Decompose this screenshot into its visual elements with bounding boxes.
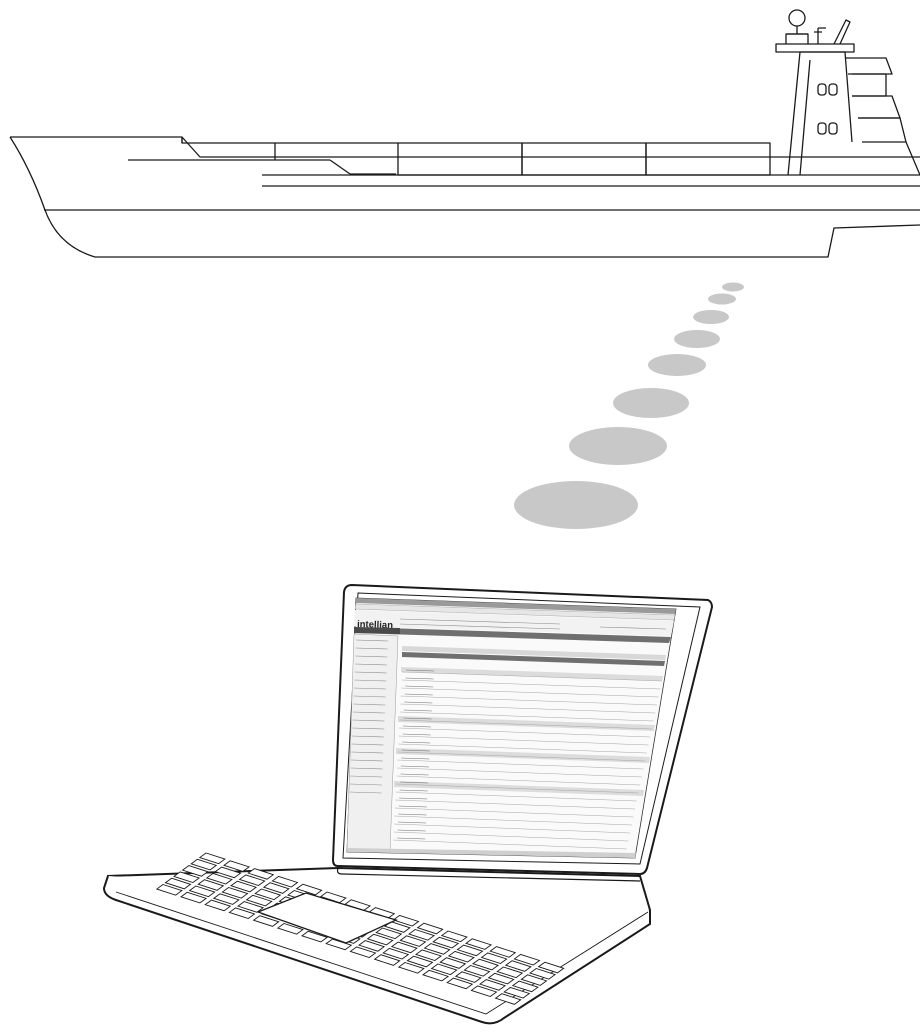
ship-containers	[182, 137, 770, 175]
wireless-signal-dots-icon	[514, 283, 744, 530]
ship-hull	[10, 137, 920, 257]
container-ship-icon	[10, 10, 920, 257]
laptop-screen: intellian	[347, 598, 676, 858]
satellite-radome-icon	[789, 10, 805, 26]
ship-bridge	[776, 10, 920, 175]
app-sidebar	[347, 634, 398, 852]
laptop-icon: intellian	[104, 585, 712, 1023]
